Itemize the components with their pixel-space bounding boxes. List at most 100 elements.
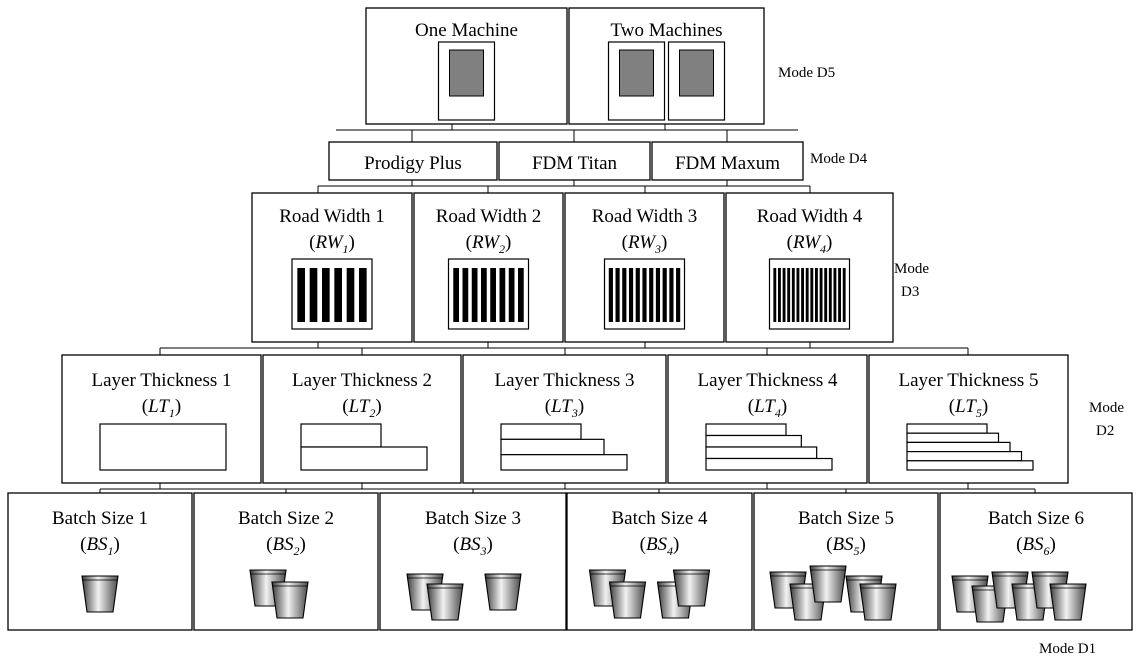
batch-size-symbol: (BS3) [453, 534, 493, 558]
batch-size-symbol: (BS4) [640, 534, 680, 558]
mode-d1-label: Mode D1 [1039, 641, 1096, 657]
road-bar [815, 268, 818, 322]
road-bar [334, 268, 342, 322]
layer-thickness-symbol: (LT3) [545, 396, 584, 420]
layer-slab [907, 442, 1010, 451]
batch-part-icon [1050, 584, 1086, 620]
road-bar [843, 268, 846, 322]
layer-slab [907, 433, 999, 442]
road-width-symbol: (RW4) [787, 232, 833, 256]
batch-size-title: Batch Size 2 [238, 508, 334, 529]
layer-slab [706, 424, 786, 436]
layer-thickness-symbol: (LT1) [142, 396, 181, 420]
road-bar [500, 268, 506, 322]
road-bar [322, 268, 330, 322]
fdm-machine-title: FDM Maxum [675, 153, 780, 174]
layer-slab [301, 447, 427, 470]
layer-thickness-title: Layer Thickness 1 [92, 370, 232, 391]
road-bar [453, 268, 459, 322]
layer-thickness-symbol: (LT5) [949, 396, 988, 420]
batch-part-icon [272, 582, 308, 618]
batch-size-title: Batch Size 5 [798, 508, 894, 529]
road-bar [792, 268, 795, 322]
batch-part-icon [427, 584, 463, 620]
layer-thickness-title: Layer Thickness 4 [698, 370, 838, 391]
road-bar [829, 268, 832, 322]
layer-slab [301, 424, 381, 447]
batch-size-title: Batch Size 1 [52, 508, 148, 529]
road-bar [656, 268, 660, 322]
mode-d5-level: One Machine Two Machines [366, 8, 764, 124]
mode-d5-label: Mode D5 [778, 65, 835, 81]
road-width-pattern [449, 259, 529, 329]
layer-slab [501, 455, 627, 470]
road-bar [481, 268, 487, 322]
road-bar [820, 268, 823, 322]
layer-slab [100, 424, 226, 470]
road-bar [518, 268, 524, 322]
mode-d2-level: Layer Thickness 1 (LT1) Layer Thickness 2 (… [62, 355, 1068, 483]
batch-part-icon [82, 576, 118, 612]
layer-slab [706, 459, 832, 471]
road-width-pattern [770, 259, 850, 329]
road-bar [490, 268, 496, 322]
road-bar [649, 268, 653, 322]
road-bar [810, 268, 813, 322]
mode-d1-level: Batch Size 1 (BS1) Batch Size 2 (BS2) Batch … [8, 493, 1132, 630]
machine-option-title: Two Machines [610, 20, 722, 41]
road-bar [616, 268, 620, 322]
batch-size-title: Batch Size 4 [611, 508, 708, 529]
batch-size-title: Batch Size 6 [988, 508, 1084, 529]
layer-slab [706, 447, 817, 459]
mode-d4-label: Mode D4 [810, 151, 868, 167]
batch-size-symbol: (BS1) [80, 534, 120, 558]
layer-slab [907, 461, 1033, 470]
road-width-title: Road Width 1 [279, 206, 385, 227]
layer-thickness-symbol: (LT4) [748, 396, 787, 420]
batch-size-symbol: (BS6) [1016, 534, 1056, 558]
road-bar [806, 268, 809, 322]
batch-part-icon [810, 566, 846, 602]
road-width-symbol: (RW2) [466, 232, 512, 256]
mode-d3-level: Road Width 1 (RW1) Road Width 2 (RW2) Road W… [252, 193, 893, 342]
road-bar [797, 268, 800, 322]
road-bar [783, 268, 786, 322]
machine-screen [450, 50, 484, 96]
batch-part-icon [860, 584, 896, 620]
machine-option-title: One Machine [415, 20, 518, 41]
layer-thickness-title: Layer Thickness 3 [495, 370, 635, 391]
layer-thickness-title: Layer Thickness 2 [292, 370, 432, 391]
machine-screen [620, 50, 654, 96]
road-bar [676, 268, 680, 322]
road-bar [463, 268, 469, 322]
road-bar [347, 268, 355, 322]
layer-slab [501, 439, 604, 454]
road-bar [778, 268, 781, 322]
layer-slab [501, 424, 581, 439]
road-bar [472, 268, 478, 322]
road-width-symbol: (RW1) [309, 232, 355, 256]
batch-size-title: Batch Size 3 [425, 508, 521, 529]
road-bar [642, 268, 646, 322]
road-bar [824, 268, 827, 322]
road-bar [310, 268, 318, 322]
layer-slab [706, 436, 801, 448]
road-bar [297, 268, 305, 322]
road-bar [636, 268, 640, 322]
road-bar [834, 268, 837, 322]
batch-size-symbol: (BS2) [266, 534, 306, 558]
road-width-title: Road Width 4 [757, 206, 863, 227]
road-bar [773, 268, 776, 322]
batch-part-icon [485, 574, 521, 610]
batch-part-icon [674, 570, 710, 606]
road-width-title: Road Width 2 [436, 206, 542, 227]
machine-screen [680, 50, 714, 96]
fdm-machine-title: FDM Titan [532, 153, 618, 174]
road-bar [359, 268, 367, 322]
road-bar [509, 268, 515, 322]
batch-size-symbol: (BS5) [826, 534, 866, 558]
